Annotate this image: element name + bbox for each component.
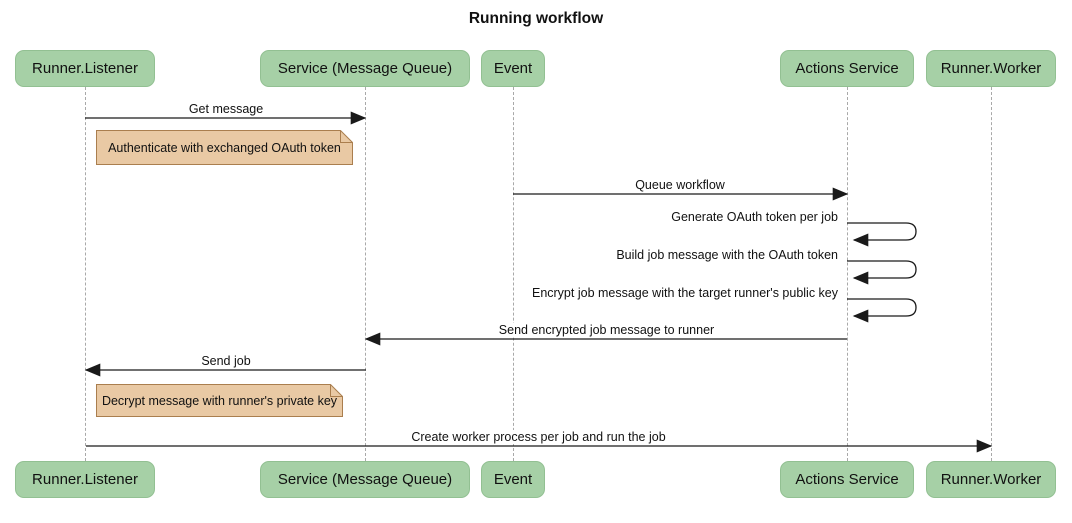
lifeline-runner-listener xyxy=(85,87,86,461)
lifeline-service-message-queue xyxy=(365,87,366,461)
arrow-self-build-job-message xyxy=(847,260,917,285)
message-label-send-encrypted-job-message: Send encrypted job message to runner xyxy=(366,323,847,337)
participant-actions-service-bottom: Actions Service xyxy=(780,461,914,498)
lifeline-actions-service xyxy=(847,87,848,461)
note-fold-icon xyxy=(330,384,343,397)
arrow-self-generate-oauth-token xyxy=(847,222,917,247)
message-label-send-job: Send job xyxy=(86,354,366,368)
lifeline-event xyxy=(513,87,514,461)
message-label-build-job-message: Build job message with the OAuth token xyxy=(400,248,841,262)
participant-actions-service-top: Actions Service xyxy=(780,50,914,87)
participant-runner-listener-bottom: Runner.Listener xyxy=(15,461,155,498)
message-label-encrypt-job-message: Encrypt job message with the target runn… xyxy=(400,286,841,300)
participant-service-message-queue-top: Service (Message Queue) xyxy=(260,50,470,87)
participant-runner-worker-top: Runner.Worker xyxy=(926,50,1056,87)
message-label-create-worker-process: Create worker process per job and run th… xyxy=(86,430,991,444)
note-fold-icon xyxy=(340,130,353,143)
participant-runner-worker-bottom: Runner.Worker xyxy=(926,461,1056,498)
lifeline-runner-worker xyxy=(991,87,992,461)
note-decrypt-message: Decrypt message with runner's private ke… xyxy=(96,384,343,417)
participant-service-message-queue-bottom: Service (Message Queue) xyxy=(260,461,470,498)
message-label-get-message: Get message xyxy=(86,102,366,116)
participant-runner-listener-top: Runner.Listener xyxy=(15,50,155,87)
arrow-self-encrypt-job-message xyxy=(847,298,917,323)
note-text: Decrypt message with runner's private ke… xyxy=(101,393,338,408)
diagram-title: Running workflow xyxy=(468,10,604,27)
participant-event-top: Event xyxy=(481,50,545,87)
note-authenticate-oauth: Authenticate with exchanged OAuth token xyxy=(96,130,353,165)
participant-event-bottom: Event xyxy=(481,461,545,498)
message-label-queue-workflow: Queue workflow xyxy=(513,178,847,192)
note-text: Authenticate with exchanged OAuth token xyxy=(108,140,341,155)
message-label-generate-oauth-token: Generate OAuth token per job xyxy=(400,210,841,224)
